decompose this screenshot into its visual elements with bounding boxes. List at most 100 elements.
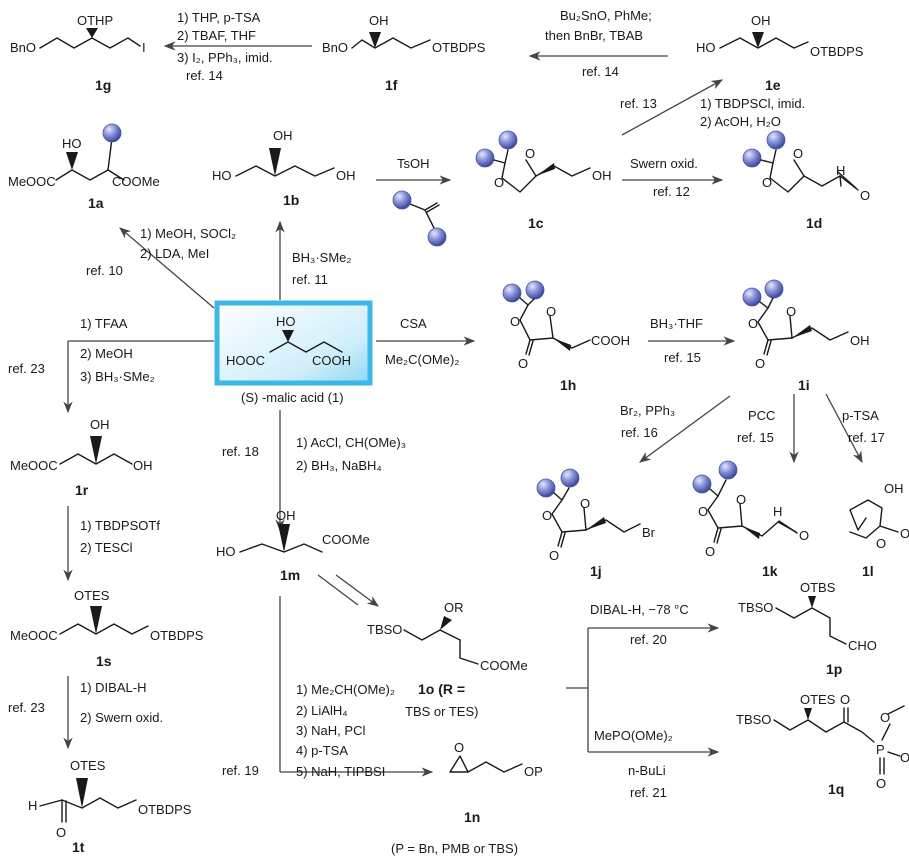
1d-ball-top — [766, 130, 786, 150]
1r-oh-right: OH — [133, 458, 153, 473]
malic-acid: HO HOOC COOH (S) -malic acid (1) — [214, 300, 373, 405]
1i-ball-left — [742, 287, 762, 307]
to1d-ref: ref. 12 — [653, 184, 690, 199]
1k-ball-left — [692, 474, 712, 494]
to1h-solvent: Me₂C(OMe)₂ — [385, 352, 459, 367]
1e-ho: HO — [696, 40, 716, 55]
1s-otbdps: OTBDPS — [150, 628, 204, 643]
to1e-step1: 1) TBDPSCl, imid. — [700, 96, 805, 111]
1m-label: 1m — [280, 567, 300, 583]
to1g-ref: ref. 14 — [186, 68, 223, 83]
1a-label: 1a — [88, 195, 104, 211]
1j-o3: O — [549, 548, 559, 563]
1e-label: 1e — [765, 77, 781, 93]
compound-1g: OTHP BnO I 1g — [10, 13, 146, 93]
to1f-ref: ref. 14 — [582, 64, 619, 79]
1k-ball-top — [718, 460, 738, 480]
to1h-reagent: CSA — [400, 316, 427, 331]
conditions-to-1m: ref. 18 1) AcCl, CH(OMe)₃ 2) BH₃, NaBH₄ — [222, 435, 406, 473]
to1b-ref: ref. 11 — [292, 272, 328, 287]
1t-otes: OTES — [70, 758, 106, 773]
malic-acid-acid-right: COOH — [312, 353, 351, 368]
1t-carbonyl-o: O — [56, 825, 66, 840]
to1s-step1: 1) TBDPSOTf — [80, 518, 160, 533]
compound-1e: OH HO OTBDPS 1e — [696, 13, 864, 93]
to1r-step3: 3) BH₃·SMe₂ — [80, 369, 155, 384]
1s-ester: MeOOC — [10, 628, 58, 643]
1h-ball-left — [502, 283, 522, 303]
to1l-reagent: p-TSA — [842, 408, 879, 423]
to1n-step4: 4) p-TSA — [296, 743, 348, 758]
1i-o1: O — [748, 316, 758, 331]
1g-othp: OTHP — [77, 13, 113, 28]
1i-oh: OH — [850, 333, 870, 348]
1s-otes: OTES — [74, 588, 110, 603]
1f-bno: BnO — [322, 40, 348, 55]
to1d-reagent: Swern oxid. — [630, 156, 698, 171]
to1f-step1: Bu₂SnO, PhMe; — [560, 8, 652, 23]
1o-tbso: TBSO — [367, 622, 402, 637]
1n-op: OP — [524, 764, 543, 779]
to1j-reagent: Br₂, PPh₃ — [620, 403, 675, 418]
malic-acid-box — [214, 300, 373, 386]
1q-phosphoryl-o: O — [876, 776, 886, 791]
conditions-to-1f: Bu₂SnO, PhMe; then BnBr, TBAB ref. 14 — [545, 8, 652, 79]
to1s-step2: 2) TESCl — [80, 540, 133, 555]
1r-label: 1r — [75, 482, 89, 498]
1q-tbso: TBSO — [736, 712, 771, 727]
1r-oh-top: OH — [90, 417, 110, 432]
1q-otes: OTES — [800, 692, 836, 707]
1c-ball-left — [475, 148, 495, 168]
1c-oh: OH — [592, 168, 612, 183]
1c-o2: O — [525, 146, 535, 161]
to1i-reagent: BH₃·THF — [650, 316, 703, 331]
1l-oh: OH — [884, 481, 904, 496]
1j-o1: O — [542, 508, 552, 523]
1j-ball-top — [560, 468, 580, 488]
to1k-ref: ref. 15 — [737, 430, 774, 445]
1a-ester-left: MeOOC — [8, 174, 56, 189]
1e-oh: OH — [751, 13, 771, 28]
1c-o1: O — [494, 175, 504, 190]
1p-otbs: OTBS — [800, 580, 836, 595]
compound-1j: O O O Br 1j — [536, 468, 656, 579]
compound-1b: OH HO OH 1b — [212, 128, 356, 208]
to1k-reagent: PCC — [748, 408, 775, 423]
malic-acid-label: (S) -malic acid (1) — [241, 390, 344, 405]
to1q-reagent: MePO(OMe)₂ — [594, 728, 673, 743]
1d-h: H — [836, 163, 845, 178]
to1n-step5: 5) NaH, TIPBSI — [296, 764, 385, 779]
to1g-step2: 2) TBAF, THF — [177, 28, 256, 43]
to1f-step2: then BnBr, TBAB — [545, 28, 643, 43]
1k-label: 1k — [762, 563, 778, 579]
to1r-step1: 1) TFAA — [80, 316, 128, 331]
compound-1k: O O O H O 1k — [692, 460, 809, 579]
1g-bno: BnO — [10, 40, 36, 55]
1h-o3: O — [518, 356, 528, 371]
1l-ring-o: O — [876, 536, 886, 551]
1d-o2: O — [793, 146, 803, 161]
1p-cho: CHO — [848, 638, 877, 653]
1o-label-note: TBS or TES) — [405, 704, 478, 719]
compound-1o: TBSO OR COOMe 1o (R = TBS or TES) — [367, 600, 528, 719]
1k-h: H — [773, 504, 782, 519]
1n-note: (P = Bn, PMB or TBS) — [391, 841, 518, 856]
1c-ball-top — [498, 130, 518, 150]
1j-bromo: Br — [642, 525, 656, 540]
1j-o2: O — [580, 496, 590, 511]
compound-1h: O O O COOH 1h — [502, 280, 630, 393]
to1n-step1: 1) Me₂CH(OMe)₂ — [296, 682, 395, 697]
1h-cooh: COOH — [591, 333, 630, 348]
1k-o2: O — [736, 492, 746, 507]
compound-1q: TBSO OTES O P O O O 1q — [736, 692, 909, 797]
1q-ketone-o: O — [840, 692, 850, 707]
1f-oh: OH — [369, 13, 389, 28]
to1n-step3: 3) NaH, PCl — [296, 723, 365, 738]
compound-1p: TBSO OTBS CHO 1p — [738, 580, 877, 677]
compound-1d: O O H O 1d — [742, 130, 870, 231]
to1q-ref: ref. 21 — [630, 785, 667, 800]
1h-o1: O — [510, 314, 520, 329]
1f-label: 1f — [385, 77, 398, 93]
1i-o2: O — [786, 304, 796, 319]
